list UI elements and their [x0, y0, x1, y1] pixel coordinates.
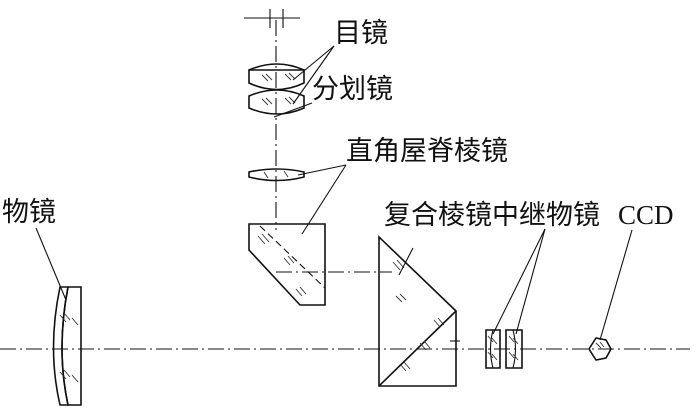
ccd-sensor [588, 337, 612, 361]
label-eyepiece: 目镜 [334, 18, 388, 49]
compound-prism-outline [378, 235, 457, 387]
compound-prism [378, 235, 460, 387]
leader-roof-prism-2 [301, 164, 347, 235]
label-ccd: CCD [618, 200, 674, 230]
leader-objective [35, 227, 67, 301]
label-reticle: 分划镜 [312, 74, 393, 105]
leader-ccd [599, 229, 633, 341]
leader-relay-2 [515, 228, 546, 335]
roof-edge-line [259, 225, 326, 289]
optical-axes [0, 9, 690, 350]
leader-reticle [273, 102, 313, 118]
leader-relay-1 [492, 228, 546, 335]
roof-prism-outline [248, 223, 326, 306]
objective-lens [52, 286, 82, 406]
eyepiece-lens-upper-cap [248, 63, 305, 71]
leader-eyepiece-1 [292, 45, 335, 81]
objective-rear-lens [61, 286, 82, 406]
label-objective: 物镜 [2, 197, 56, 228]
label-compound-prism: 复合棱镜 [384, 200, 492, 231]
leader-roof-prism [297, 164, 347, 176]
leader-lines [35, 45, 633, 341]
ccd-sensor-shape [588, 337, 612, 361]
label-roof-prism: 直角屋脊棱镜 [346, 136, 508, 167]
leader-compound-prism [398, 247, 414, 276]
eyepiece-lens-lower [248, 89, 305, 115]
reticle-lens [248, 168, 305, 182]
label-relay-objective: 中继物镜 [492, 200, 600, 231]
roof-prism [248, 223, 326, 306]
leader-eyepiece-2 [292, 45, 335, 105]
reticle-plate [248, 168, 305, 182]
eyepiece-lens-group [248, 63, 305, 115]
